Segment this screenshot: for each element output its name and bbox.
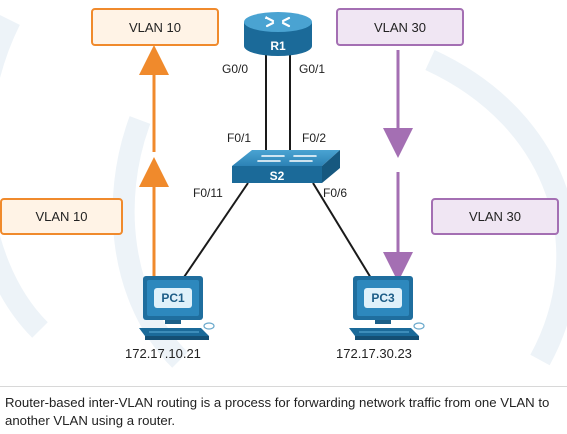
pc1-name: PC1 (154, 288, 192, 308)
figure-caption: Router-based inter-VLAN routing is a pro… (5, 395, 550, 428)
pc3-ip-address: 172.17.30.23 (336, 346, 412, 361)
router-icon (244, 12, 312, 56)
cable-s2-f06-pc3 (312, 182, 375, 284)
vlan30-top-label: VLAN 30 (336, 8, 464, 46)
caption-divider (0, 386, 567, 387)
pc3-name: PC3 (364, 288, 402, 308)
vlan10-top-label: VLAN 10 (91, 8, 219, 46)
vlan30-mid-label: VLAN 30 (431, 198, 559, 235)
diagram-canvas (0, 12, 567, 368)
vlan10-mid-label: VLAN 10 (0, 198, 123, 235)
pc1-ip-address: 172.17.10.21 (125, 346, 201, 361)
switch-name: S2 (269, 169, 285, 183)
cables (179, 52, 375, 284)
port-s2-f01: F0/1 (227, 131, 252, 145)
port-s2-f02: F0/2 (302, 131, 327, 145)
port-r1-g00: G0/0 (222, 62, 249, 76)
port-r1-g01: G0/1 (299, 62, 326, 76)
background-decoration (0, 15, 567, 368)
network-diagram: VLAN 10 VLAN 30 VLAN 10 VLAN 30 R1 S2 PC… (0, 8, 567, 368)
pc1-screen: PC1 (143, 276, 203, 320)
switch-icon (232, 150, 340, 183)
cable-s2-f011-pc1 (179, 182, 249, 284)
router-name: R1 (270, 39, 286, 53)
pc3-screen: PC3 (353, 276, 413, 320)
port-s2-f06: F0/6 (323, 186, 348, 200)
port-s2-f011: F0/11 (193, 186, 223, 200)
